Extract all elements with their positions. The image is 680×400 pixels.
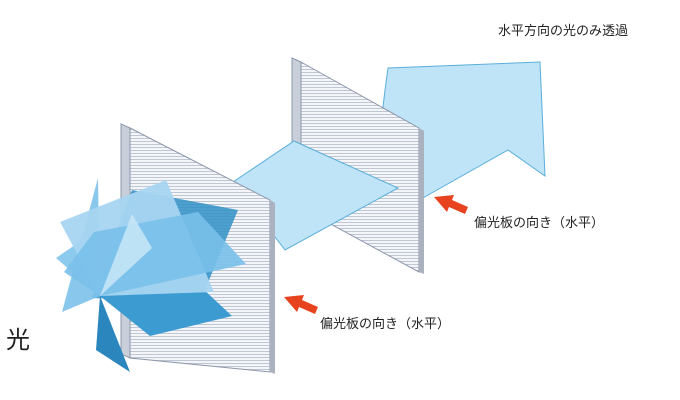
transmitted-light-label: 水平方向の光のみ透過 <box>498 24 629 39</box>
light-label: 光 <box>6 326 30 354</box>
red-arrow-icon <box>284 295 318 314</box>
polarizer-1-label: 偏光板の向き（水平） <box>320 317 451 332</box>
red-arrow-icon <box>434 195 468 214</box>
polarizer-2-label: 偏光板の向き（水平） <box>474 216 605 231</box>
incoming-light-planes <box>56 178 246 372</box>
